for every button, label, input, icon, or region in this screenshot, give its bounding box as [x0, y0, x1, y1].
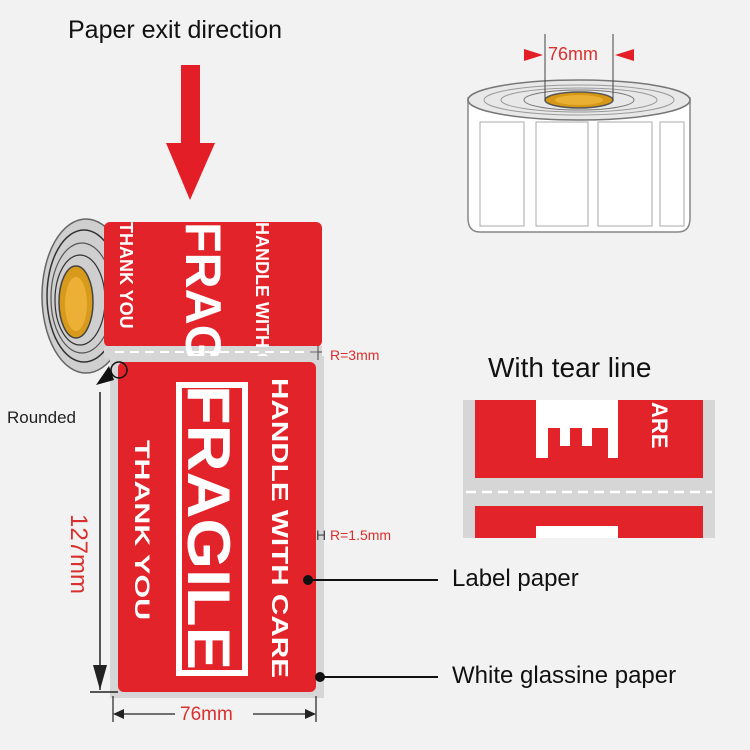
- width-dimension: [112, 696, 317, 722]
- height-dimension: [90, 392, 118, 693]
- label-handle-text: HANDLE WITH CARE: [267, 378, 293, 678]
- roll-top-label: [104, 222, 322, 358]
- core-dimension: [524, 34, 634, 100]
- tear-line-closeup: [463, 400, 715, 538]
- glassine-callout: [315, 672, 438, 682]
- radius-corner-label: H R=1.5mm: [316, 527, 392, 543]
- label-paper-text: Label paper: [452, 565, 579, 592]
- rounded-pointer-icon: [96, 366, 114, 385]
- label-fragile-text: FRAGILE: [175, 385, 242, 670]
- height-label-wrapper: 127mm: [40, 490, 100, 610]
- label-thanks-text: THANK YOU: [130, 440, 153, 620]
- tear-line-care-text: ARE: [647, 402, 672, 448]
- label-paper-callout: [303, 575, 438, 585]
- blank-roll-illustration: [467, 79, 691, 233]
- height-label: 127mm: [65, 513, 93, 595]
- glassine-paper-text: White glassine paper: [452, 662, 677, 689]
- down-arrow-icon: [166, 65, 215, 200]
- paper-exit-heading: Paper exit direction: [68, 16, 283, 44]
- rounded-marker: [110, 361, 128, 379]
- rounded-label: Rounded: [7, 408, 77, 427]
- width-label: 76mm: [180, 704, 233, 725]
- tear-line-heading: With tear line: [488, 352, 652, 383]
- roll-label-thanks: THANK YOU: [116, 222, 136, 329]
- core-width-label: 76mm: [548, 44, 599, 64]
- label-sheet: [110, 356, 324, 698]
- radius-top-label: R=3mm: [330, 347, 380, 363]
